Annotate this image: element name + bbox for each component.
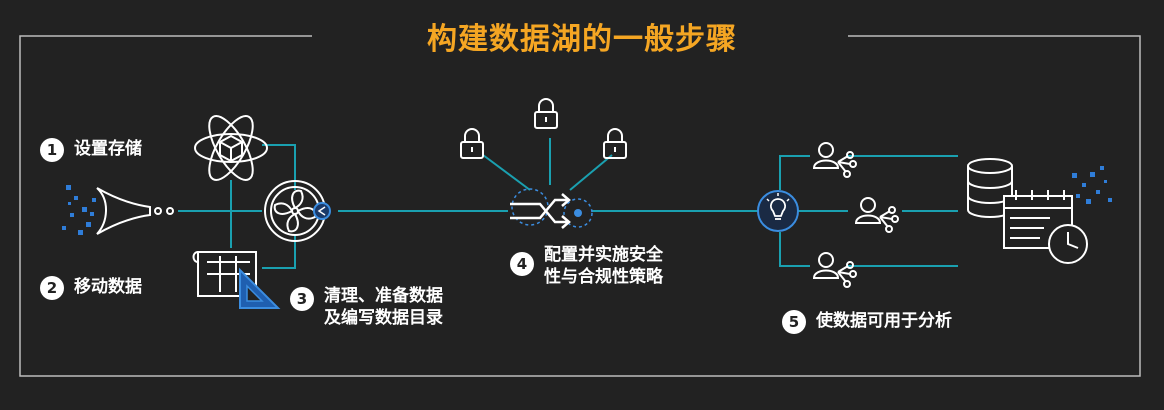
user-network-icon xyxy=(812,252,857,288)
step-2: 2 移动数据 xyxy=(40,276,142,300)
step-label: 设置存储 xyxy=(74,139,142,159)
step-5: 5 使数据可用于分析 xyxy=(782,310,952,334)
connector-lines xyxy=(178,138,958,269)
step-label-line: 配置并实施安全 xyxy=(544,245,663,265)
fan-icon xyxy=(264,180,326,242)
step-1: 1 设置存储 xyxy=(40,138,142,162)
user-network-icon xyxy=(854,197,899,233)
step-label-line: 及编写数据目录 xyxy=(324,308,443,328)
step-number: 3 xyxy=(290,287,314,311)
step-3: 3 清理、准备数据 及编写数据目录 xyxy=(290,285,443,329)
page-title: 构建数据湖的一般步骤 xyxy=(427,22,737,57)
step-number: 2 xyxy=(40,276,64,300)
set-square-icon xyxy=(239,267,281,309)
lock-icon xyxy=(534,98,558,129)
calendar-clock-icon xyxy=(1003,190,1088,264)
atom-cube-icon xyxy=(194,115,268,181)
step-label: 移动数据 xyxy=(74,277,142,297)
outer-frame xyxy=(19,35,1141,377)
step-number: 5 xyxy=(782,310,806,334)
step-label: 清理、准备数据 及编写数据目录 xyxy=(324,285,443,329)
shuffle-icon xyxy=(510,188,593,229)
step-4: 4 配置并实施安全 性与合规性策略 xyxy=(510,244,663,288)
lightbulb-icon xyxy=(757,190,799,232)
data-particles xyxy=(62,166,1112,235)
step-label: 使数据可用于分析 xyxy=(816,311,952,331)
step-label-line: 清理、准备数据 xyxy=(324,286,443,306)
funnel-icon xyxy=(96,187,174,235)
step-label-line: 性与合规性策略 xyxy=(544,267,663,287)
lock-icon xyxy=(603,128,627,159)
lock-icon xyxy=(460,128,484,159)
step-label: 配置并实施安全 性与合规性策略 xyxy=(544,244,663,288)
step-number: 4 xyxy=(510,252,534,276)
fan-connector-icon xyxy=(313,202,331,220)
step-number: 1 xyxy=(40,138,64,162)
user-network-icon xyxy=(812,142,857,178)
